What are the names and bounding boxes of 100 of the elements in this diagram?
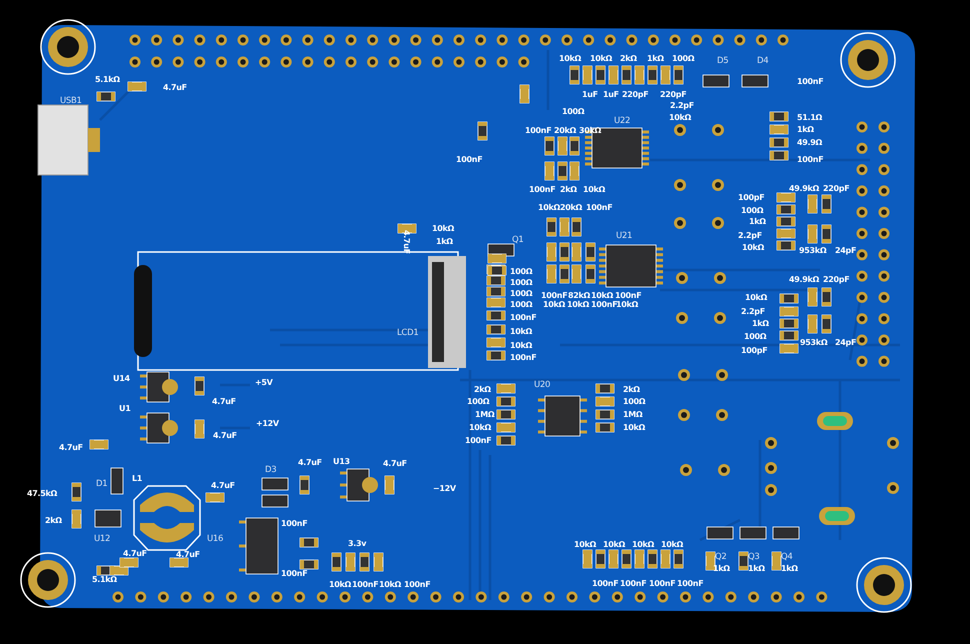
component-value-label: 20kΩ <box>554 126 576 135</box>
component-value-label: 220pF <box>660 90 686 99</box>
component-value-label: 51.1Ω <box>797 113 822 122</box>
component-value-label: 100nF <box>456 155 482 164</box>
reference-designator: U16 <box>207 535 224 544</box>
component-value-label: 3.3v <box>348 539 366 548</box>
component-value-label: 1kΩ <box>749 217 766 226</box>
component-value-label: 49.9kΩ <box>789 184 820 193</box>
reference-designator: Q4 <box>781 553 792 562</box>
component-value-label: 10kΩ <box>543 300 566 309</box>
component-value-label: 10kΩ <box>559 54 582 63</box>
component-value-label: 100nF <box>649 579 676 588</box>
component-value-label: 2kΩ <box>623 385 640 394</box>
reference-designator: U12 <box>94 535 110 544</box>
component-value-label: 4.7uF <box>298 458 322 467</box>
component-value-label: 100Ω <box>510 278 532 287</box>
component-value-label: U14 <box>113 374 130 383</box>
component-value-label: 1kΩ <box>752 319 769 328</box>
component-value-label: 1kΩ <box>781 564 798 573</box>
reference-designator: Q2 <box>715 553 726 562</box>
component-value-label: 100Ω <box>510 267 532 276</box>
component-value-label: 5.1kΩ <box>92 575 117 584</box>
reference-designator: Q3 <box>748 553 760 562</box>
component-value-label: U1 <box>119 404 130 413</box>
reference-designator: D3 <box>265 466 276 475</box>
reference-designator: D4 <box>757 57 768 66</box>
component-value-label: 49.9Ω <box>797 138 822 147</box>
reference-designator: U22 <box>614 117 630 126</box>
component-value-label: 1uF <box>582 90 598 99</box>
component-value-label: 220pF <box>823 275 850 284</box>
component-value-label: 1kΩ <box>436 237 453 246</box>
component-value-label: 100nF <box>677 579 704 588</box>
component-value-label: 100nF <box>352 580 378 589</box>
component-value-label: 2kΩ <box>560 185 577 194</box>
component-value-label: 10kΩ <box>742 243 764 252</box>
component-value-label: 100nF <box>592 579 618 588</box>
component-value-label: 2.2pF <box>741 307 765 316</box>
reference-designator: Q1 <box>512 236 524 245</box>
component-value-label: 24pF <box>835 338 856 347</box>
component-value-label: 100nF <box>797 155 824 164</box>
component-value-label: 100nF <box>510 353 536 362</box>
component-value-label: 100nF <box>529 185 556 194</box>
component-value-label: 10kΩ <box>469 423 492 432</box>
component-value-label: 100nF <box>615 291 642 300</box>
component-value-label: 100nF <box>465 436 492 445</box>
component-value-label: 4.7uF <box>402 230 411 254</box>
component-value-label: 953kΩ <box>799 246 826 255</box>
component-value-label: 10kΩ <box>632 540 654 549</box>
component-value-label: 4.7uF <box>211 481 235 490</box>
component-value-label: 2kΩ <box>620 54 637 63</box>
component-value-label: 1uF <box>603 90 619 99</box>
component-value-label: 10kΩ <box>583 185 606 194</box>
component-value-label: 100Ω <box>467 397 490 406</box>
component-value-label: 10kΩ <box>574 540 596 549</box>
component-value-label: 100nF <box>620 579 646 588</box>
component-value-label: 100Ω <box>562 107 584 116</box>
component-value-label: 4.7uF <box>213 431 237 440</box>
component-value-label: +5V <box>255 378 273 387</box>
component-value-label: 4.7uF <box>176 550 200 559</box>
component-value-label: 100nF <box>281 519 308 528</box>
component-value-label: 49.9kΩ <box>789 275 820 284</box>
component-value-label: 4.7uF <box>383 459 407 468</box>
component-value-label: 1kΩ <box>713 564 730 573</box>
component-value-label: U13 <box>333 457 350 466</box>
component-value-label: 4.7uF <box>59 443 83 452</box>
component-value-label: 10kΩ <box>603 540 626 549</box>
component-value-label: 10kΩ <box>616 300 638 309</box>
component-value-label: 220pF <box>823 184 850 193</box>
component-value-label: 100nF <box>591 300 618 309</box>
reference-designator: LCD1 <box>397 329 418 338</box>
component-value-label: 82kΩ <box>568 291 590 300</box>
component-value-label: 1MΩ <box>623 410 642 419</box>
component-value-label: 30kΩ <box>579 126 602 135</box>
reference-designator: U21 <box>616 232 632 241</box>
component-value-label: 2.2pF <box>738 231 762 240</box>
component-value-label: 10kΩ <box>567 300 590 309</box>
component-value-label: 100nF <box>510 313 536 322</box>
component-value-label: 10kΩ <box>432 224 454 233</box>
component-value-label: 100pF <box>741 346 768 355</box>
component-value-label: 10kΩ <box>329 580 352 589</box>
component-value-label: 10kΩ <box>745 293 768 302</box>
component-value-label: 100nF <box>281 569 308 578</box>
component-value-label: 10kΩ <box>669 113 692 122</box>
component-value-label: 1kΩ <box>748 564 765 573</box>
component-value-label: 100nF <box>586 203 612 212</box>
reference-designator: D1 <box>96 480 108 489</box>
component-value-label: 4.7uF <box>123 549 147 558</box>
component-value-label: 953kΩ <box>800 338 828 347</box>
component-value-label: 1MΩ <box>475 410 494 419</box>
component-value-label: 1kΩ <box>797 125 814 134</box>
component-value-label: 10kΩ <box>623 423 646 432</box>
component-value-label: 4.7uF <box>163 83 187 92</box>
component-value-label: 5.1kΩ <box>95 75 120 84</box>
component-value-label: +12V <box>256 419 279 428</box>
reference-designator: USB1 <box>60 97 82 106</box>
component-value-label: L1 <box>132 474 142 483</box>
component-value-label: 100Ω <box>510 289 532 298</box>
component-value-label: 4.7uF <box>212 397 236 406</box>
component-value-label: 10kΩ <box>510 327 532 336</box>
component-value-label: 10kΩ <box>538 203 560 212</box>
